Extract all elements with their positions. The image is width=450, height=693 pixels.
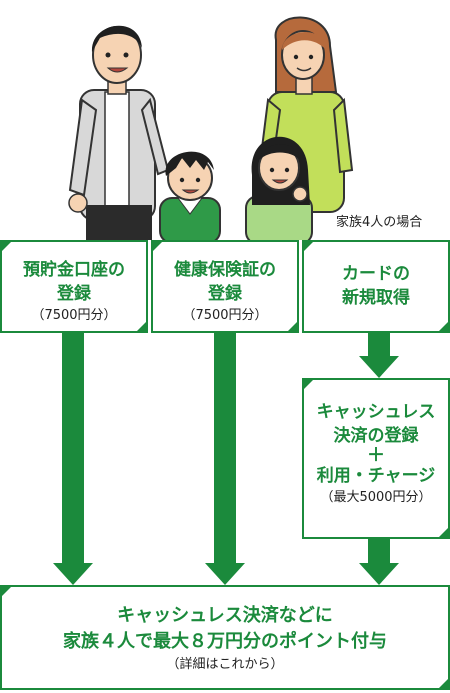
step-bank-account-registration: 預貯金口座の 登録 （7500円分） xyxy=(0,240,148,333)
step-cashless-registration: キャッシュレス 決済の登録 ＋ 利用・チャージ （最大5000円分） xyxy=(302,378,450,539)
card-title-line2: 新規取得 xyxy=(342,288,410,308)
girl-figure xyxy=(245,136,313,240)
bank-title-line1: 預貯金口座の xyxy=(23,260,125,280)
cashless-title-line2: 決済の登録 xyxy=(333,426,419,446)
family-caption: 家族4人の場合 xyxy=(336,215,423,230)
arrow-card-to-cashless xyxy=(359,333,399,378)
cashless-title-line3: 利用・チャージ xyxy=(316,466,436,486)
insurance-amount: （7500円分） xyxy=(182,308,268,323)
mother-figure xyxy=(256,16,354,213)
result-line1: キャッシュレス決済などに xyxy=(117,605,333,626)
cashless-title-line1: キャッシュレス xyxy=(316,402,436,422)
family-illustration xyxy=(68,16,354,240)
result-point-grant: キャッシュレス決済などに 家族４人で最大８万円分のポイント付与 （詳細はこれから… xyxy=(0,585,450,690)
bank-amount: （7500円分） xyxy=(31,308,117,323)
result-note: （詳細はこれから） xyxy=(166,657,284,672)
result-line2: 家族４人で最大８万円分のポイント付与 xyxy=(63,631,387,652)
card-title-line1: カードの xyxy=(342,264,410,284)
cashless-amount: （最大5000円分） xyxy=(320,490,432,505)
step-health-insurance-registration: 健康保険証の 登録 （7500円分） xyxy=(151,240,299,333)
arrow-bank-to-result xyxy=(53,333,93,585)
arrow-cashless-to-result xyxy=(359,539,399,585)
insurance-title-line2: 登録 xyxy=(208,284,242,304)
arrow-insurance-to-result xyxy=(205,333,245,585)
step-card-acquisition: カードの 新規取得 xyxy=(302,240,450,333)
boy-figure xyxy=(159,151,221,240)
bank-title-line2: 登録 xyxy=(57,284,91,304)
father-figure xyxy=(68,25,170,240)
cashless-plus: ＋ xyxy=(367,445,385,466)
insurance-title-line1: 健康保険証の xyxy=(174,260,276,280)
